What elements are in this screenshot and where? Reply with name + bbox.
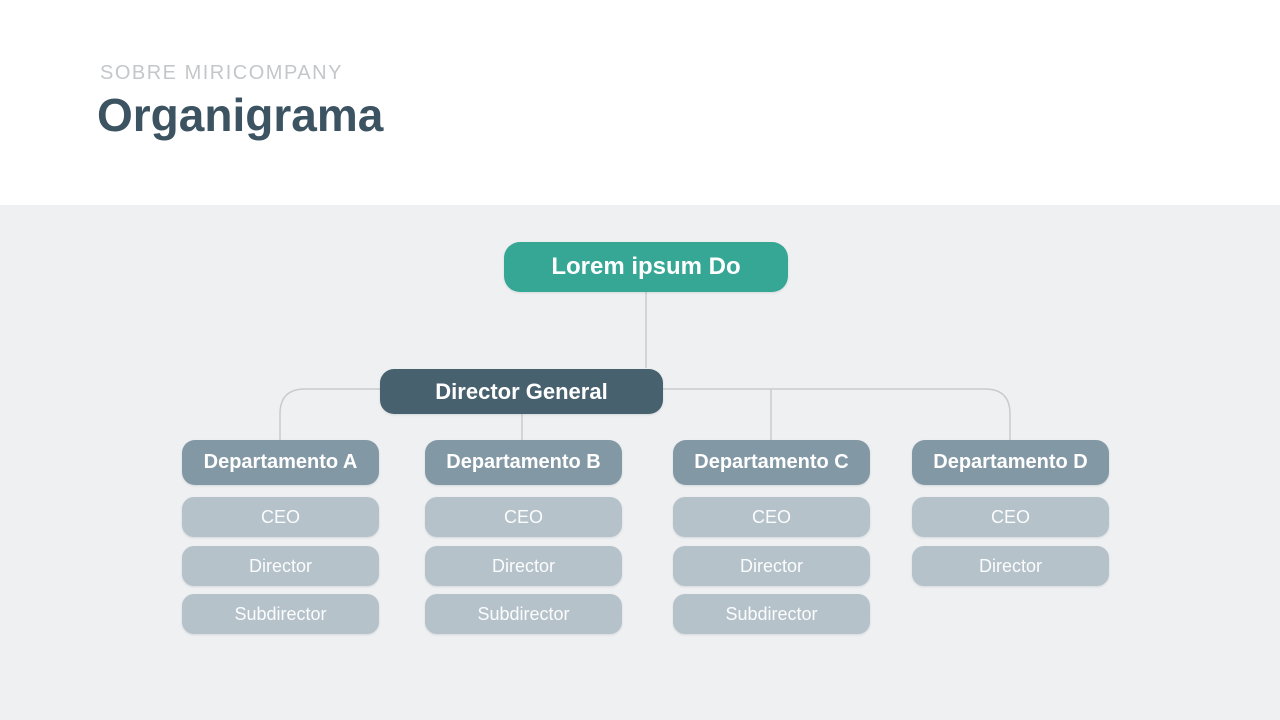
org-node-role: Director	[912, 546, 1109, 586]
org-node-role: Subdirector	[673, 594, 870, 634]
org-node-department-c: Departamento C	[673, 440, 870, 485]
org-node-role: CEO	[673, 497, 870, 537]
org-node-role: Director	[182, 546, 379, 586]
org-node-role: CEO	[425, 497, 622, 537]
slide-eyebrow: SOBRE MIRICOMPANY	[100, 62, 343, 84]
org-node-department-d: Departamento D	[912, 440, 1109, 485]
org-node-director-general: Director General	[380, 369, 663, 414]
org-node-role: Subdirector	[425, 594, 622, 634]
header-band: SOBRE MIRICOMPANY Organigrama	[0, 0, 1280, 205]
org-node-department-a: Departamento A	[182, 440, 379, 485]
org-node-role: CEO	[912, 497, 1109, 537]
org-node-department-b: Departamento B	[425, 440, 622, 485]
org-node-role: CEO	[182, 497, 379, 537]
org-node-root: Lorem ipsum Do	[504, 242, 788, 292]
slide-title: Organigrama	[97, 89, 384, 141]
org-node-role: Director	[673, 546, 870, 586]
org-node-role: Director	[425, 546, 622, 586]
org-node-role: Subdirector	[182, 594, 379, 634]
